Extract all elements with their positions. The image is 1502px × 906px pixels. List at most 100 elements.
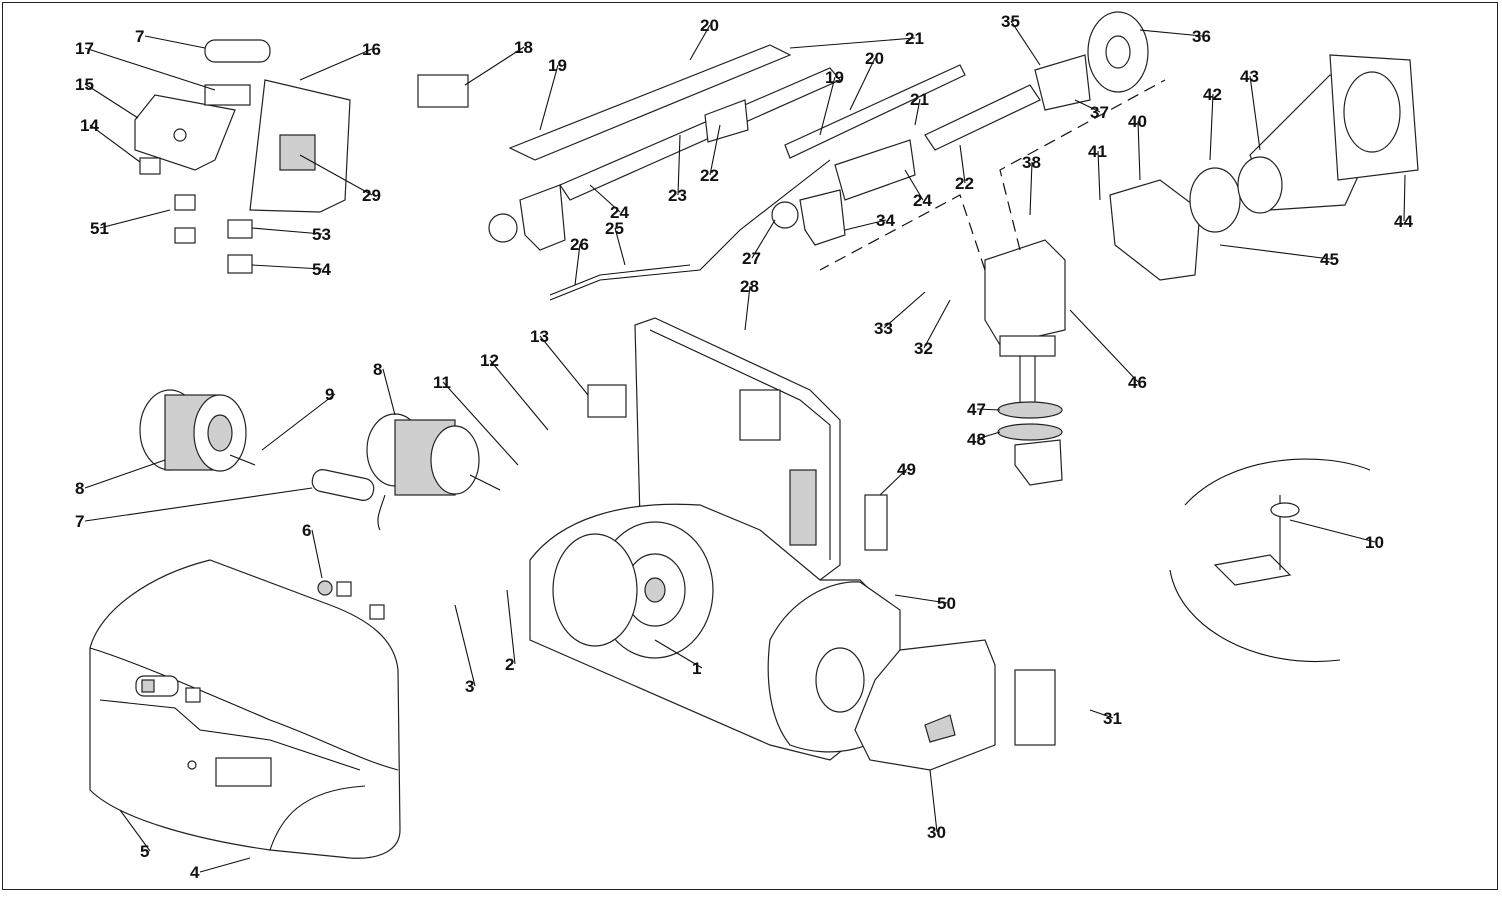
leader-line-13 [539,335,589,396]
part-label-23: 23 [668,186,687,205]
part-label-34: 34 [876,211,895,230]
leader-line-22 [709,124,721,176]
leader-line-45 [1219,244,1331,260]
leader-line-49 [879,468,908,496]
leader-line-17 [84,47,216,91]
part-label-28: 28 [740,277,759,296]
dashed-line [999,79,1166,251]
part-label-31: 31 [1103,709,1122,728]
part-label-44: 44 [1394,212,1413,231]
part-label-2: 2 [505,655,514,674]
part-label-45: 45 [1320,250,1339,269]
leader-line-6 [311,529,323,579]
part-label-20: 20 [865,49,884,68]
part-label-7: 7 [75,512,84,531]
part-label-49: 49 [897,460,916,479]
leader-line-23 [677,134,681,196]
part-label-11: 11 [433,373,451,392]
part-label-26: 26 [570,235,589,254]
leader-line-14 [89,124,141,163]
part-label-8: 8 [75,479,84,498]
leader-line-31 [1089,709,1114,719]
part-label-14: 14 [80,116,99,135]
leader-line-7 [84,487,313,522]
leader-line-1 [654,639,703,669]
part-label-29: 29 [362,186,381,205]
part-label-54: 54 [312,260,331,279]
capacitor-center [311,469,375,501]
leader-line-3 [454,604,476,687]
leader-line-48 [976,431,1001,440]
part-label-12: 12 [480,351,499,370]
part-label-21: 21 [905,29,924,48]
part-label-53: 53 [312,225,331,244]
leader-line-32 [923,299,951,349]
leader-line-24 [904,169,924,201]
air-door-assembly [854,639,1056,771]
leader-line-12 [489,359,549,431]
part-label-32: 32 [914,339,933,358]
capacitor-top [204,39,271,63]
leader-line-20 [849,57,876,111]
leader-line-4 [199,857,251,873]
part-label-36: 36 [1192,27,1211,46]
leader-line-15 [84,83,139,119]
motor-center [366,413,501,531]
part-label-25: 25 [605,219,624,238]
leader-line-36 [1139,29,1203,37]
part-label-18: 18 [514,38,533,57]
part-label-8: 8 [373,360,382,379]
part-label-19: 19 [548,56,567,75]
part-label-3: 3 [465,677,474,696]
leader-line-37 [1074,99,1101,113]
leader-line-8 [382,368,396,416]
leader-line-47 [976,408,1001,411]
leader-line-27 [751,219,776,259]
leader-line-50 [894,594,948,604]
part-label-6: 6 [302,521,311,540]
part-label-41: 41 [1088,142,1107,161]
plug-2 [369,604,385,620]
air-tube-assembly [984,11,1419,486]
part-label-13: 13 [530,327,549,346]
part-label-1: 1 [692,659,701,678]
part-label-48: 48 [967,430,986,449]
part-label-37: 37 [1090,103,1109,122]
part-label-20: 20 [700,16,719,35]
leader-line-33 [883,291,926,329]
leader-line-19 [539,64,559,131]
leader-line-22 [959,144,966,184]
leader-line-24 [589,184,621,213]
part-label-24: 24 [913,191,932,210]
part-label-21: 21 [910,90,929,109]
part-label-9: 9 [325,385,334,404]
leader-line-53 [251,227,323,235]
part-label-16: 16 [362,40,381,59]
leader-lines [84,20,1406,873]
leader-line-34 [844,219,887,231]
leader-line-11 [442,381,519,466]
part-label-15: 15 [75,75,94,94]
leader-line-7 [144,35,206,49]
part-label-43: 43 [1240,67,1259,86]
leader-line-25 [614,227,626,266]
leader-line-2 [506,589,516,665]
solenoid-valve [587,384,627,418]
part-label-17: 17 [75,39,94,58]
part-label-40: 40 [1128,112,1147,131]
leader-line-21 [914,98,921,126]
leader-line-5 [119,809,151,852]
leader-line-20 [689,24,711,61]
part-label-7: 7 [135,27,144,46]
leader-line-10 [1289,519,1376,543]
leader-line-42 [1209,93,1214,161]
leader-line-21 [789,37,916,49]
nozzle-assembly [488,44,1041,301]
motor-left [139,389,256,472]
part-label-10: 10 [1365,533,1384,552]
leader-line-41 [1097,150,1101,201]
plug [336,581,352,597]
part-label-24: 24 [610,203,629,222]
